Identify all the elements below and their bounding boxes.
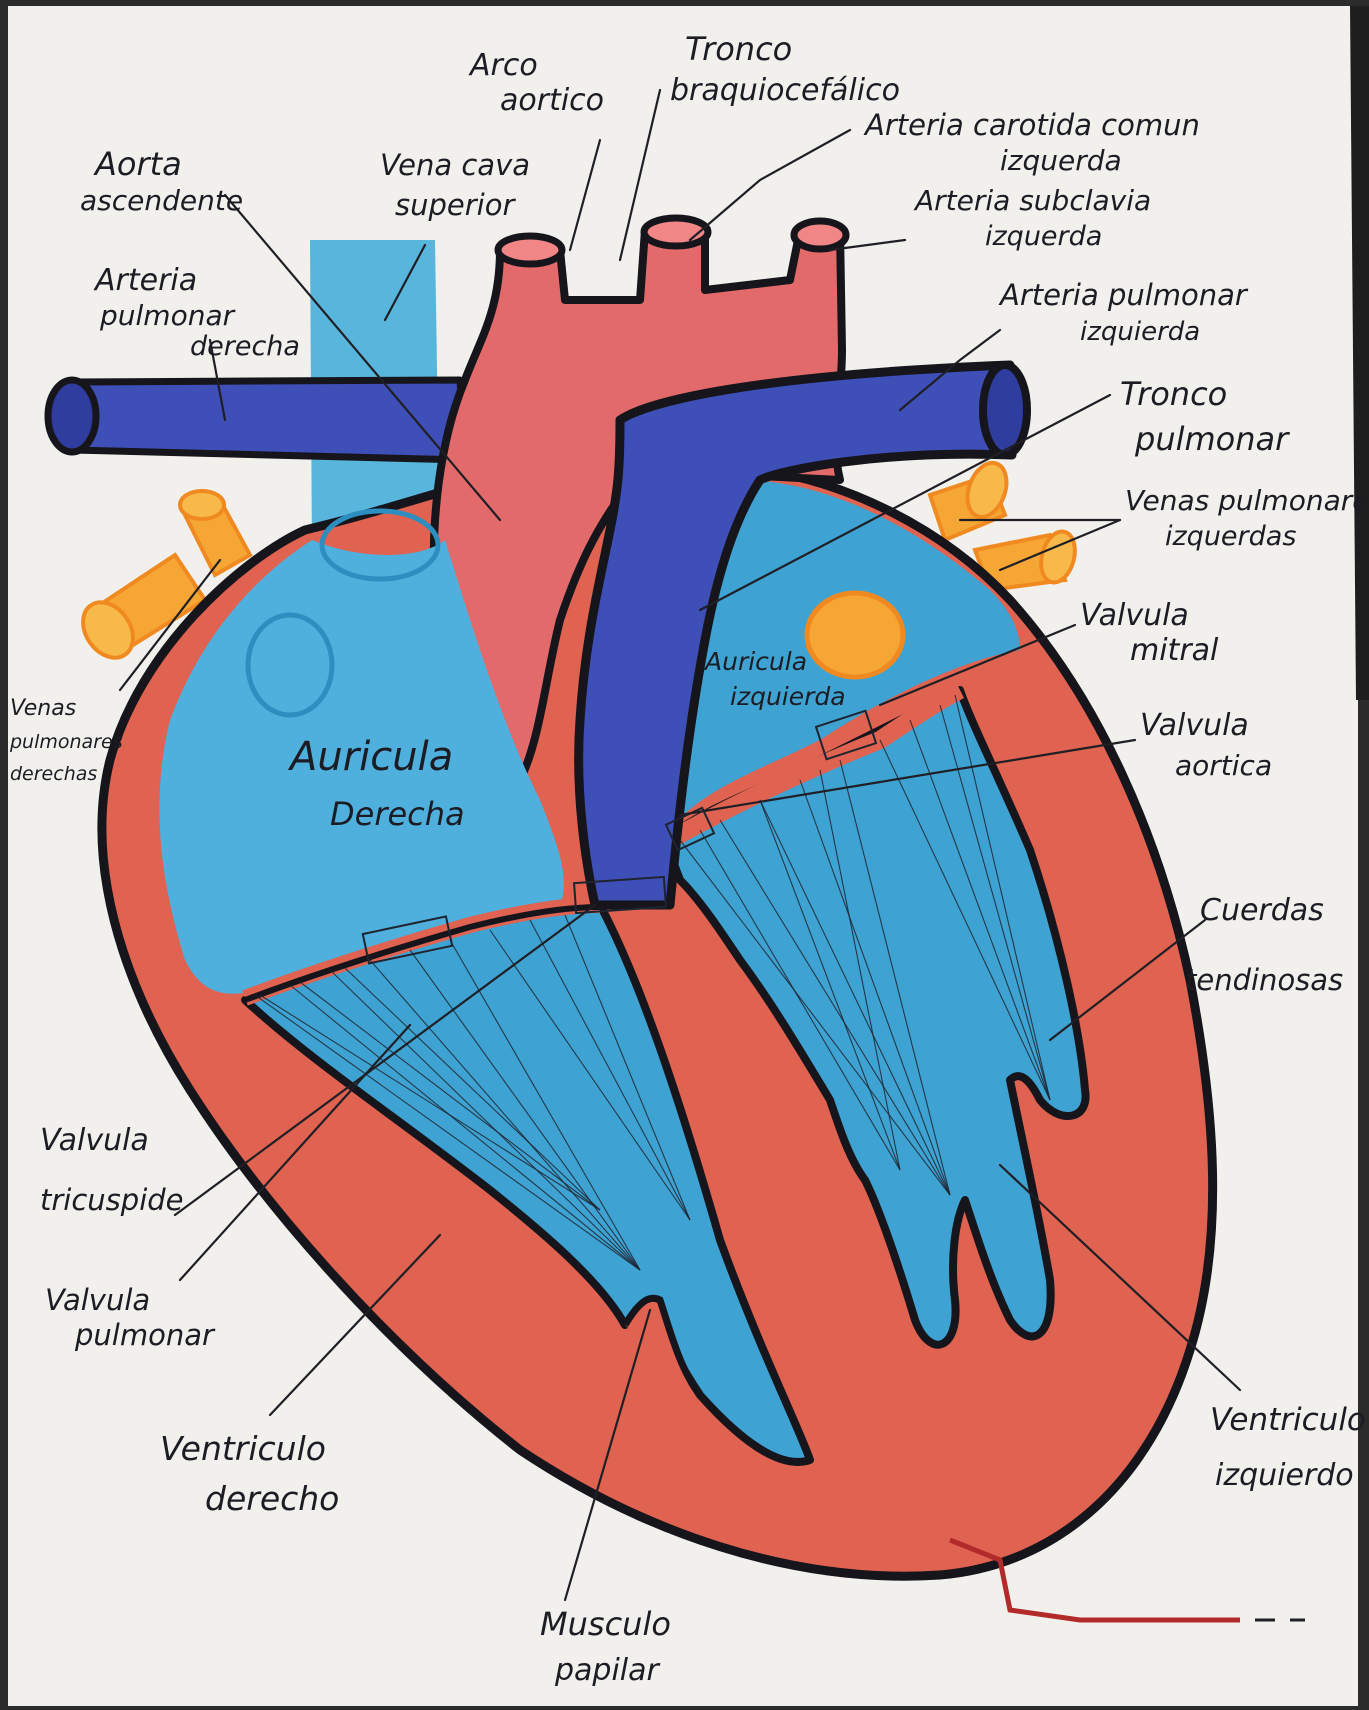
label-valvula-pulmonar-line2: pulmonar xyxy=(74,1318,216,1352)
label-valvula-pulmonar-line1: Valvula xyxy=(45,1283,150,1317)
label-tronco-pulmonar-line2: pulmonar xyxy=(1134,420,1290,458)
label-musculo-papilar-line1: Musculo xyxy=(540,1605,671,1643)
label-vena-cava-line2: superior xyxy=(395,188,516,222)
label-arteria-subclavia-line2: izquerda xyxy=(985,221,1102,252)
label-arteria-pulmonar-izquierda-line2: izquierda xyxy=(1080,317,1200,347)
label-valvula-tricuspide-line1: Valvula xyxy=(40,1123,149,1158)
label-venas-pulmonares-derechas-line2: pulmonares xyxy=(9,731,123,753)
label-cuerdas-tendinosas-line2: tendinosas xyxy=(1185,963,1343,997)
label-arteria-pulmonar-izquierda-line1: Arteria pulmonar xyxy=(998,278,1249,312)
label-venas-pulmonares-izquierdas-line1: Venas pulmonares xyxy=(1125,484,1369,517)
label-tronco-pulmonar-line1: Tronco xyxy=(1120,375,1227,413)
label-auricula-derecha-line2: Derecha xyxy=(330,795,465,833)
label-tronco-braquiocefalico-line1: Tronco xyxy=(685,30,792,68)
right-pulmonary-artery xyxy=(48,380,465,460)
label-arteria-pulmonar-derecha-line3: derecha xyxy=(190,331,300,362)
label-auricula-izquierda-line2: izquierda xyxy=(730,682,846,711)
label-valvula-mitral-line2: mitral xyxy=(1130,633,1219,668)
label-valvula-mitral-line1: Valvula xyxy=(1080,598,1189,633)
label-valvula-tricuspide-line2: tricuspide xyxy=(40,1183,184,1217)
label-arteria-pulmonar-derecha-line2: pulmonar xyxy=(99,299,236,332)
label-ventriculo-izquierdo-line1: Ventriculo xyxy=(1210,1402,1366,1438)
label-tronco-braquiocefalico-line2: braquiocefálico xyxy=(670,73,900,108)
label-valvula-aortica-line2: aortica xyxy=(1175,749,1272,782)
label-vena-cava-line1: Vena cava xyxy=(380,148,530,182)
label-arteria-carotida-line2: izquerda xyxy=(1000,144,1122,177)
label-auricula-derecha-line1: Auricula xyxy=(287,734,453,780)
pulmonary-vein-opening xyxy=(807,593,903,677)
label-venas-pulmonares-izquierdas-line2: izquerdas xyxy=(1165,521,1296,552)
label-arteria-subclavia-line1: Arteria subclavia xyxy=(913,184,1151,217)
label-arteria-carotida-line1: Arteria carotida comun xyxy=(863,108,1200,142)
label-aorta-ascendente-line2: ascendente xyxy=(80,184,243,217)
label-auricula-izquierda-line1: Auricula xyxy=(703,647,807,676)
label-ventriculo-izquierdo-line2: izquierdo xyxy=(1215,1458,1354,1493)
subclavian-opening xyxy=(794,221,846,249)
label-valvula-aortica-line1: Valvula xyxy=(1140,708,1249,743)
label-arco-aortico-line2: aortico xyxy=(500,83,604,118)
label-arco-aortico-line1: Arco xyxy=(468,48,538,83)
brachiocephalic-opening xyxy=(498,236,562,264)
label-musculo-papilar-line2: papilar xyxy=(554,1653,661,1688)
label-ventriculo-derecho-line1: Ventriculo xyxy=(160,1429,326,1468)
label-ventriculo-derecho-line2: derecho xyxy=(205,1479,339,1518)
label-arteria-pulmonar-derecha-line1: Arteria xyxy=(93,263,197,298)
label-venas-pulmonares-derechas-line3: derechas xyxy=(10,763,97,785)
label-venas-pulmonares-derechas-line1: Venas xyxy=(10,696,76,721)
label-cuerdas-tendinosas-line1: Cuerdas xyxy=(1200,893,1324,928)
label-aorta-ascendente-line1: Aorta xyxy=(93,145,182,183)
